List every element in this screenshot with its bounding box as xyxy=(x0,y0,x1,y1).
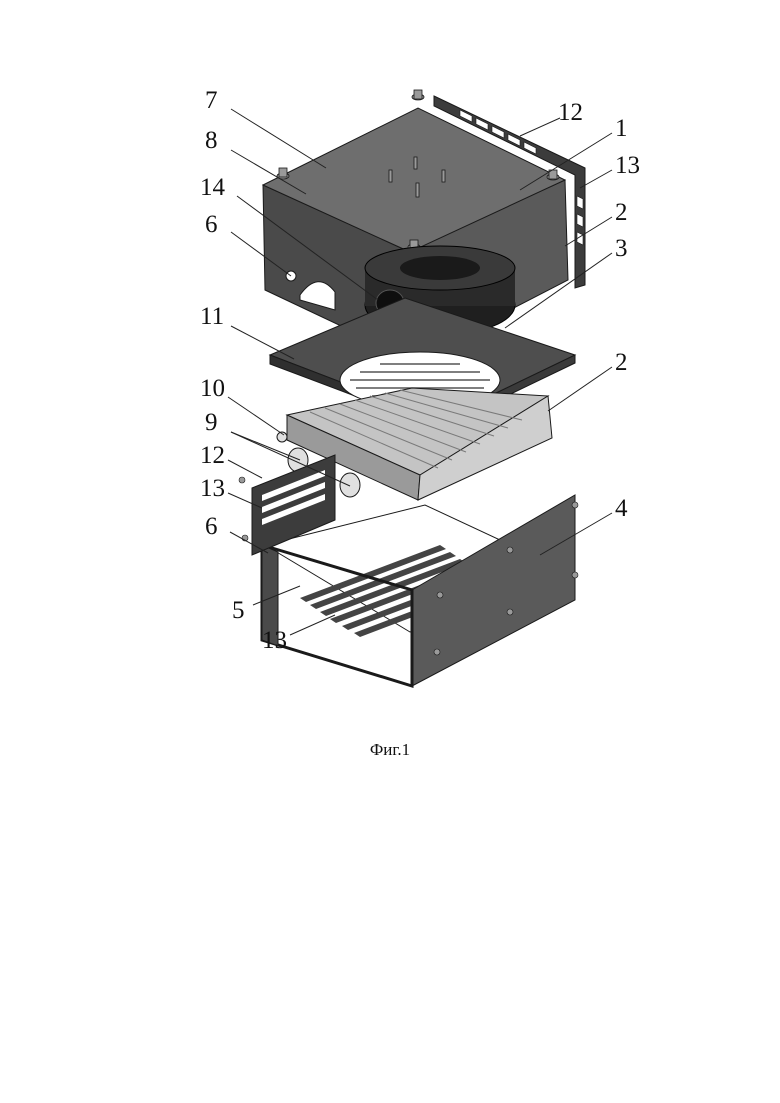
callout-7: 7 xyxy=(205,87,218,114)
callout-1: 1 xyxy=(615,115,628,142)
callout-8: 8 xyxy=(205,127,218,154)
figure-caption: Фиг.1 xyxy=(0,740,780,760)
callout-6: 6 xyxy=(205,513,218,540)
callout-11: 11 xyxy=(200,303,224,330)
callout-12: 12 xyxy=(558,99,583,126)
callout-2: 2 xyxy=(615,199,628,226)
callout-4: 4 xyxy=(615,495,628,522)
callout-13: 13 xyxy=(200,475,225,502)
callout-13: 13 xyxy=(262,627,287,654)
callout-5: 5 xyxy=(232,597,245,624)
callout-12: 12 xyxy=(200,442,225,469)
callout-14: 14 xyxy=(200,174,226,201)
callout-13: 13 xyxy=(615,152,640,179)
callout-2: 2 xyxy=(615,349,628,376)
callout-10: 10 xyxy=(200,375,225,402)
callout-3: 3 xyxy=(615,235,628,262)
callout-9: 9 xyxy=(205,409,218,436)
callout-6: 6 xyxy=(205,211,218,238)
